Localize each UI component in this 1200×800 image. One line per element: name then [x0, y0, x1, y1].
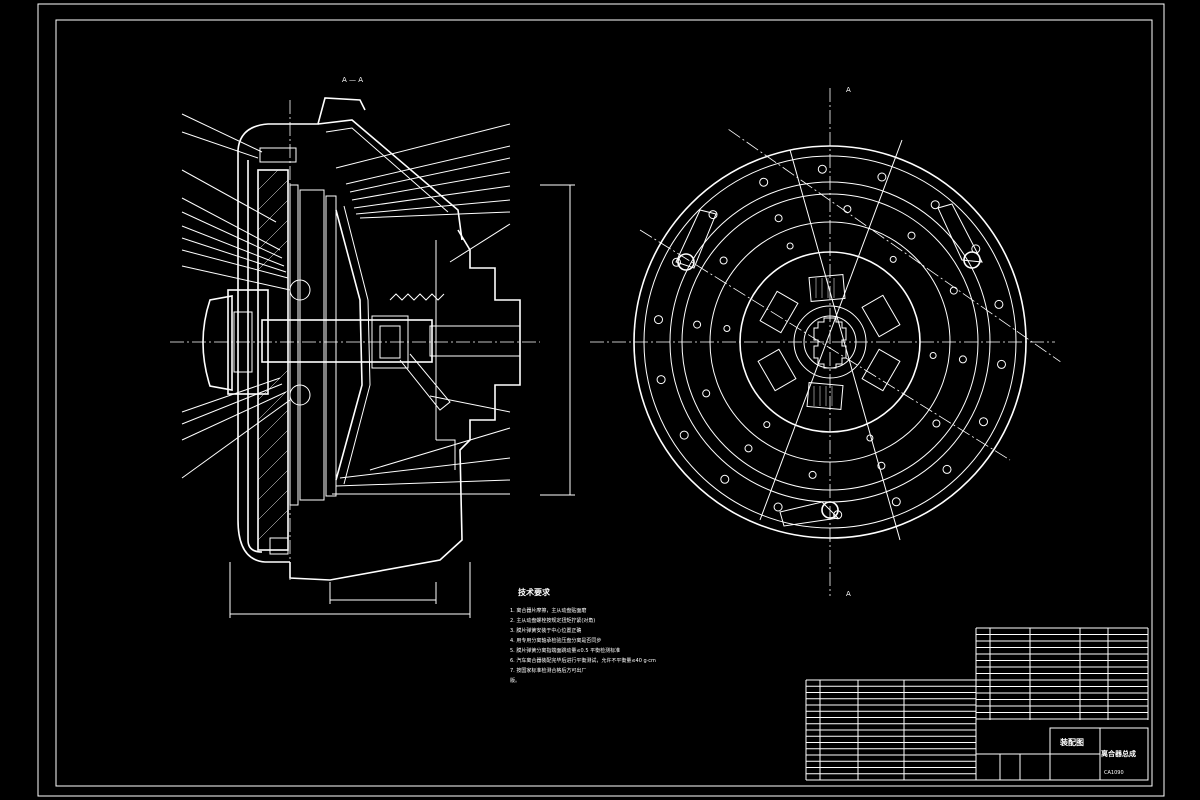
bolt-hole — [693, 320, 702, 329]
bolt-hole — [929, 352, 937, 359]
bolt-hole — [763, 421, 771, 429]
bolt-hole — [719, 256, 728, 265]
bolt-hole — [786, 242, 794, 250]
bolt-hole — [979, 417, 988, 427]
title-block: 装配图 离合器总成 CA1090 — [1049, 727, 1149, 781]
bolt-hole — [774, 214, 783, 223]
bolt-hole — [932, 419, 941, 428]
bolt-hole — [891, 497, 901, 507]
inner-frame — [55, 19, 1153, 787]
bolt-hole — [702, 389, 711, 398]
bolt-hole — [744, 444, 753, 453]
section-view: A — A — [170, 76, 575, 618]
bolt-hole — [877, 172, 887, 182]
front-view: A A — [590, 86, 1061, 598]
bolt-hole — [708, 210, 718, 220]
bolt-hole — [997, 359, 1006, 369]
bolt-hole — [877, 461, 886, 470]
bolt-hole — [994, 299, 1004, 309]
outer-frame — [37, 3, 1165, 797]
tech-note-7: 7. 按国家标准检测合格后方可出厂 — [510, 667, 586, 674]
bolt-hole — [958, 355, 967, 364]
bolt-hole — [889, 255, 897, 263]
bolt-hole — [656, 375, 666, 385]
parts-list-grid — [805, 627, 1149, 781]
bolt-hole — [843, 205, 852, 214]
tech-note-2: 2. 主从动盘螺栓按规定扭矩拧紧(对角) — [510, 617, 595, 624]
bolt-hole — [654, 315, 663, 325]
bolt-hole — [907, 231, 916, 240]
view-mark-bottom: A — [846, 590, 851, 598]
tech-note-5: 5. 膜片弹簧分离指端面跳动量≤0.5 平衡检测标准 — [510, 647, 620, 654]
tech-note-tail: 版。 — [510, 677, 520, 684]
drawing-name: 装配图 — [1059, 737, 1084, 747]
bolt-hole — [930, 200, 940, 210]
view-mark-top: A — [846, 86, 851, 94]
bolt-hole — [942, 464, 952, 474]
tech-note-6: 6. 汽车离合器装配完毕后进行平衡测试，允许不平衡量≤40 g·cm — [510, 657, 656, 664]
bolt-hole — [773, 502, 783, 512]
bolt-hole — [720, 474, 730, 484]
tech-note-3: 3. 膜片弹簧安装于中心位置正确 — [510, 627, 581, 634]
bolt-hole — [723, 325, 731, 332]
drawing-code: CA1090 — [1104, 770, 1124, 776]
tech-note-4: 4. 用专用分离轴承检验压盘分离是否同步 — [510, 637, 601, 644]
tech-note-1: 1. 离合器片摩擦，主从动盘贴面磨 — [510, 607, 586, 614]
bolt-hole — [672, 257, 681, 267]
bolt-hole — [808, 470, 817, 479]
bolt-hole — [817, 164, 827, 174]
technical-requirements: 技术要求 1. 离合器片摩擦，主从动盘贴面磨 2. 主从动盘螺栓按规定扭矩拧紧(… — [510, 587, 656, 684]
bolt-hole — [679, 430, 689, 440]
product-name: 离合器总成 — [1101, 749, 1136, 758]
tech-title: 技术要求 — [518, 587, 551, 597]
bolt-hole — [759, 177, 769, 187]
bolt-hole — [949, 286, 958, 295]
section-mark: A — A — [342, 76, 363, 84]
